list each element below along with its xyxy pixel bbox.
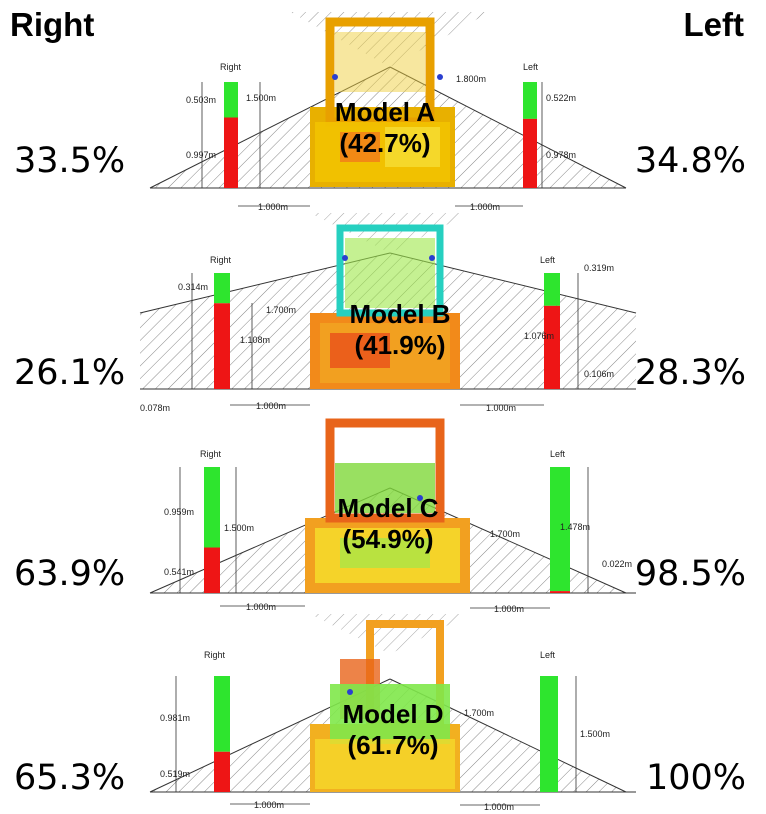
left-lower-dim: 0.022m xyxy=(602,559,632,569)
right-visibility-bar-green xyxy=(214,273,230,304)
model-percentage: (41.9%) xyxy=(354,330,446,360)
right-visibility-percentage-a: 33.5% xyxy=(14,141,126,181)
left-visibility-bar-red xyxy=(550,591,570,593)
right-visibility-bar-red xyxy=(214,751,230,792)
left-visibility-bar-green xyxy=(523,82,537,119)
model-label: Model D (61.7%) xyxy=(323,699,463,761)
right-column-header: Right xyxy=(10,6,95,43)
left-bar-title: Left xyxy=(550,449,566,459)
eye-height-dim: 1.700m xyxy=(266,305,296,315)
offset-left-dim: 1.000m xyxy=(256,401,286,411)
left-bar-title: Left xyxy=(523,62,539,72)
eye-height-dim: 1.800m xyxy=(456,74,486,84)
left-visibility-bar-green xyxy=(540,676,558,792)
right-visibility-bar-red xyxy=(214,303,230,389)
left-upper-dim: 0.319m xyxy=(584,263,614,273)
offset-left-dim: 1.000m xyxy=(246,602,276,612)
left-visibility-percentage-c: 98.5% xyxy=(634,554,746,594)
eye-height-dim: 1.700m xyxy=(490,529,520,539)
left-bar-title: Left xyxy=(540,650,556,660)
right-height-dim: 1.500m xyxy=(224,523,254,533)
right-bar-title: Right xyxy=(210,255,232,265)
right-bar-title: Right xyxy=(220,62,242,72)
left-visibility-bar-green xyxy=(544,273,560,306)
panel-a-drawing: Right 0.503m 0.997m 1.500m Left 0.522m 0… xyxy=(149,12,627,212)
right-visibility-bar-red xyxy=(204,547,220,593)
right-visibility-percentage-d: 65.3% xyxy=(14,758,126,798)
offset-right-dim: 1.000m xyxy=(486,403,516,413)
right-upper-dim: 0.959m xyxy=(164,507,194,517)
right-lower-dim: 0.519m xyxy=(160,769,190,779)
offset-left-dim: 1.000m xyxy=(258,202,288,212)
left-upper-dim: 1.478m xyxy=(560,522,590,532)
right-lower-dim: 1.108m xyxy=(240,335,270,345)
right-height-dim: 1.500m xyxy=(246,93,276,103)
right-upper-dim: 0.981m xyxy=(160,713,190,723)
right-visibility-bar-green xyxy=(204,467,220,548)
left-visibility-percentage-d: 100% xyxy=(645,758,746,798)
right-bar-title: Right xyxy=(200,449,222,459)
machine-point-cloud xyxy=(305,418,470,593)
right-visibility-bar-green xyxy=(224,82,238,118)
right-visibility-bar-red xyxy=(224,117,238,188)
machine-point-cloud xyxy=(310,17,455,187)
panel-model-b: Right 0.314m 1.108m 0.078m Left 0.319m 1… xyxy=(139,213,637,413)
left-visibility-bar-red xyxy=(523,118,537,188)
model-label: Model B (41.9%) xyxy=(330,299,470,361)
model-name: Model D xyxy=(342,699,444,729)
right-upper-dim: 0.503m xyxy=(186,95,216,105)
model-percentage: (42.7%) xyxy=(339,128,431,158)
model-percentage: (54.9%) xyxy=(342,524,434,554)
model-percentage: (61.7%) xyxy=(347,730,439,760)
machine-point-cloud xyxy=(310,620,460,792)
machine-point-cloud xyxy=(310,224,460,389)
panel-model-a: Right 0.503m 0.997m 1.500m Left 0.522m 0… xyxy=(140,12,636,212)
panel-model-c: Right 0.959m 0.541m 1.500m Left 1.478m 0… xyxy=(140,413,636,614)
left-upper-dim: 0.522m xyxy=(546,93,576,103)
left-visibility-percentage-a: 34.8% xyxy=(634,141,746,181)
model-label: Model A (42.7%) xyxy=(315,97,455,159)
offset-right-dim: 1.000m xyxy=(484,802,514,812)
left-upper-dim: 1.500m xyxy=(580,729,610,739)
left-lower-dim: 0.978m xyxy=(546,150,576,160)
right-visibility-percentage-b: 26.1% xyxy=(14,353,126,393)
left-visibility-percentage-b: 28.3% xyxy=(634,353,746,393)
eye-height-dim: 1.700m xyxy=(464,708,494,718)
left-column-header: Left xyxy=(683,6,745,43)
panel-c-drawing: Right 0.959m 0.541m 1.500m Left 1.478m 0… xyxy=(149,418,636,614)
offset-right-dim: 1.000m xyxy=(494,604,524,614)
model-name: Model C xyxy=(337,493,439,523)
right-bottom-dim: 0.078m xyxy=(140,403,170,413)
left-visibility-bar-red xyxy=(544,305,560,389)
left-lower-dim: 1.076m xyxy=(524,331,554,341)
right-lower-dim: 0.997m xyxy=(186,150,216,160)
model-label: Model C (54.9%) xyxy=(318,493,458,555)
right-lower-dim: 0.541m xyxy=(164,567,194,577)
offset-right-dim: 1.000m xyxy=(470,202,500,212)
panel-model-d: Right 0.981m 0.519m Left 1.500m 1.700m 1… xyxy=(140,614,636,814)
left-visibility-bar-green xyxy=(550,467,570,592)
model-name: Model B xyxy=(349,299,451,329)
right-bar-title: Right xyxy=(204,650,226,660)
right-upper-dim: 0.314m xyxy=(178,282,208,292)
left-bottom-dim: 0.106m xyxy=(584,369,614,379)
left-bar-title: Left xyxy=(540,255,556,265)
panel-d-drawing: Right 0.981m 0.519m Left 1.500m 1.700m 1… xyxy=(149,614,636,812)
top-blind-zone-hatch xyxy=(310,213,470,253)
right-visibility-bar-green xyxy=(214,676,230,752)
right-visibility-percentage-c: 63.9% xyxy=(14,554,126,594)
panel-b-drawing: Right 0.314m 1.108m 0.078m Left 0.319m 1… xyxy=(139,213,637,413)
offset-left-dim: 1.000m xyxy=(254,800,284,810)
model-name: Model A xyxy=(334,97,436,127)
